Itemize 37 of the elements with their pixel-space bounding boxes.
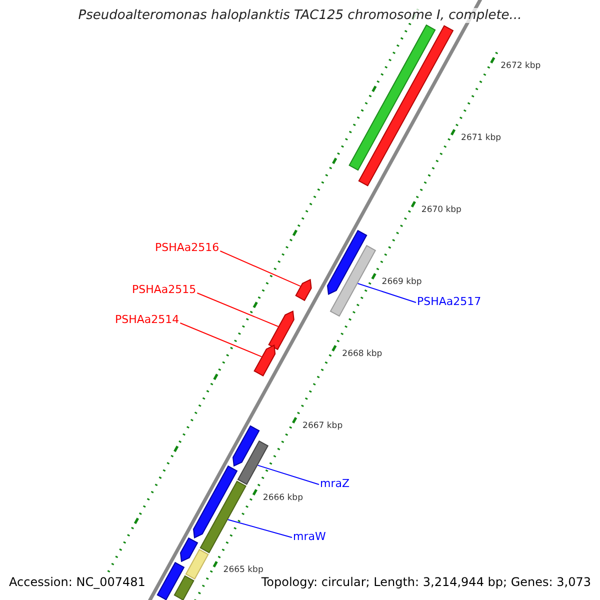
gene-label: mraZ — [320, 477, 350, 490]
gene-block — [358, 25, 454, 186]
gene-label: PSHAa2517 — [417, 295, 482, 308]
scale-label: 2665 kbp — [223, 565, 264, 576]
leader-line — [180, 322, 262, 358]
gene-block — [232, 425, 260, 467]
leader-line — [357, 283, 416, 303]
gene-block — [185, 548, 209, 580]
gene-block — [348, 24, 436, 171]
gene-block — [180, 537, 198, 562]
gene-block — [237, 440, 269, 485]
gene-block — [326, 230, 368, 295]
gene-block — [192, 465, 238, 539]
gene-block — [174, 575, 194, 600]
leader-line — [227, 519, 292, 538]
scale-label: 2670 kbp — [421, 205, 462, 216]
gene-block — [156, 562, 185, 600]
scale-label: 2666 kbp — [262, 493, 303, 504]
summary-text: Topology: circular; Length: 3,214,944 bp; Genes: 3,073 — [261, 575, 591, 589]
leader-line — [257, 464, 320, 485]
gene-label: PSHAa2514 — [115, 313, 180, 326]
gene-label: mraW — [293, 530, 326, 543]
scale-label: 2668 kbp — [342, 349, 382, 360]
scale-label: 2671 kbp — [461, 133, 502, 144]
scale-label: 2669 kbp — [382, 277, 422, 288]
gene-label: PSHAa2515 — [132, 283, 196, 296]
gene-block — [254, 344, 276, 376]
gene-block — [200, 480, 246, 554]
accession-text: Accession: NC_007481 — [9, 575, 146, 589]
scale-label: 2667 kbp — [302, 421, 343, 432]
scale-label: 2672 kbp — [500, 61, 541, 72]
gene-block — [330, 244, 376, 317]
leader-line — [220, 250, 301, 287]
gene-label: PSHAa2516 — [155, 241, 220, 254]
gene-block — [295, 278, 312, 302]
gene-block — [268, 310, 294, 350]
leader-line — [196, 292, 279, 327]
